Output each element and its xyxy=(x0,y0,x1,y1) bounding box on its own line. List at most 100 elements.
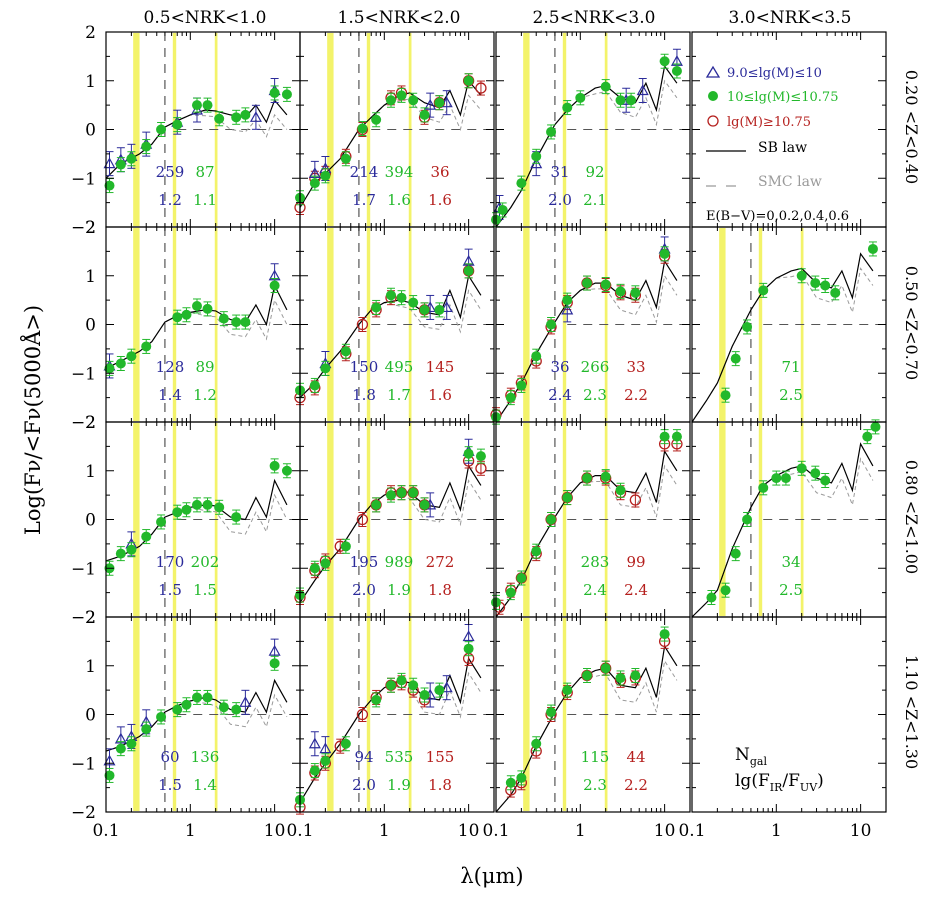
lgratio-low-r3-c2: 2.0 xyxy=(352,581,376,599)
point-mid-mass xyxy=(810,278,821,289)
point-mid-mass xyxy=(475,451,486,462)
point-mid-mass xyxy=(240,317,251,328)
lgratio-mid-r2-c1: 1.2 xyxy=(193,386,217,404)
y-tick-label: −2 xyxy=(71,413,96,433)
point-low-mass xyxy=(636,84,649,96)
point-mid-mass xyxy=(615,286,626,297)
point-mid-mass xyxy=(309,765,320,776)
point-mid-mass xyxy=(191,692,202,703)
point-low-mass xyxy=(319,742,332,754)
point-mid-mass xyxy=(615,485,626,496)
legend-ebv-note: E(B−V)=0,0.2,0.4,0.6 xyxy=(706,209,849,224)
ngal-low-r1-c3: 31 xyxy=(550,163,569,181)
point-mid-mass xyxy=(115,743,126,754)
point-mid-mass xyxy=(269,280,280,291)
point-mid-mass xyxy=(396,90,407,101)
legend-label-smc-law: SMC law xyxy=(758,174,822,190)
point-mid-mass xyxy=(371,114,382,125)
y-tick-label: 1 xyxy=(85,72,96,92)
point-mid-mass xyxy=(516,772,527,783)
point-high-mass xyxy=(629,494,642,506)
x-tick-label: 1 xyxy=(771,821,782,841)
point-low-mass xyxy=(308,737,321,749)
point-mid-mass xyxy=(172,507,183,518)
point-low-mass xyxy=(268,644,281,656)
ngal-low-r4-c1: 60 xyxy=(160,748,179,766)
point-mid-mass xyxy=(600,663,611,674)
y-tick-label: −1 xyxy=(71,559,96,579)
point-mid-mass xyxy=(385,680,396,691)
x-tick-label: 10 xyxy=(654,821,676,841)
point-mid-mass xyxy=(371,302,382,313)
point-mid-mass xyxy=(600,279,611,290)
ngal-high-r3-c3: 99 xyxy=(626,553,645,571)
column-title-2: 1.5<NRK<2.0 xyxy=(338,8,461,28)
filter-band-r1-c2 xyxy=(327,33,334,226)
ngal-mid-r4-c2: 535 xyxy=(385,748,414,766)
point-mid-mass xyxy=(720,585,731,596)
point-mid-mass xyxy=(141,531,152,542)
point-low-mass xyxy=(190,103,204,115)
point-mid-mass xyxy=(408,95,419,106)
row-label-4: 1.10 <Z<1.30 xyxy=(902,655,921,769)
lgratio-low-r3-c1: 1.5 xyxy=(158,581,182,599)
point-mid-mass xyxy=(659,431,670,442)
point-mid-mass xyxy=(434,685,445,696)
point-mid-mass xyxy=(758,482,769,493)
point-mid-mass xyxy=(269,87,280,98)
ngal-mid-r1-c1: 87 xyxy=(195,163,214,181)
smc-law-curve-r1-c1 xyxy=(105,113,288,179)
filter-band-r3-c3 xyxy=(523,423,530,616)
point-mid-mass xyxy=(505,587,516,598)
ngal-low-r1-c1: 259 xyxy=(156,163,185,181)
filter-band-r3-c3 xyxy=(562,423,567,616)
point-mid-mass xyxy=(780,473,791,484)
point-mid-mass xyxy=(172,312,183,323)
ngal-mid-r1-c3: 92 xyxy=(585,163,604,181)
point-mid-mass xyxy=(340,541,351,552)
point-mid-mass xyxy=(742,514,753,525)
point-mid-mass xyxy=(320,755,331,766)
column-title-1: 0.5<NRK<1.0 xyxy=(144,8,267,28)
ngal-mid-r2-c2: 495 xyxy=(385,358,414,376)
point-low-mass xyxy=(103,754,116,766)
point-mid-mass xyxy=(758,285,769,296)
ngal-mid-r3-c1: 202 xyxy=(191,553,220,571)
point-mid-mass xyxy=(340,153,351,164)
lgratio-high-r4-c3: 2.2 xyxy=(624,776,648,794)
point-mid-mass xyxy=(141,341,152,352)
ngal-low-r2-c3: 36 xyxy=(550,358,569,376)
ngal-high-r3-c2: 272 xyxy=(426,553,455,571)
point-mid-mass xyxy=(281,89,292,100)
point-low-mass xyxy=(440,301,453,313)
point-mid-mass xyxy=(600,471,611,482)
point-mid-mass xyxy=(600,81,611,92)
lgratio-low-r2-c1: 1.4 xyxy=(158,386,182,404)
smc-law-curve-r2-c2 xyxy=(299,289,482,398)
y-tick-label: −1 xyxy=(71,754,96,774)
ngal-high-r1-c2: 36 xyxy=(430,163,449,181)
point-low-mass xyxy=(424,98,437,110)
ngal-low-r3-c1: 170 xyxy=(156,553,185,571)
legend: 9.0≤lg(M)≤10 10≤lg(M)≤10.75 lg(M)≥10.75 … xyxy=(705,65,849,224)
ngal-mid-r4-c3: 115 xyxy=(581,748,610,766)
ngal-low-r4-c2: 94 xyxy=(354,748,373,766)
lgratio-mid-r3-c4: 2.5 xyxy=(779,581,803,599)
point-mid-mass xyxy=(562,102,573,113)
x-tick-label: 0.1 xyxy=(92,821,119,841)
point-mid-mass xyxy=(214,113,225,124)
sb-law-curve-r2-c4 xyxy=(691,252,874,423)
point-mid-mass xyxy=(408,487,419,498)
lgratio-mid-r1-c3: 2.1 xyxy=(583,191,607,209)
legend-marker-mid-mass xyxy=(708,91,718,101)
point-mid-mass xyxy=(771,473,782,484)
filter-band-r2-c4 xyxy=(758,228,763,421)
y-tick-label: 0 xyxy=(85,316,96,336)
ngal-mid-r3-c4: 34 xyxy=(781,553,800,571)
filter-band-r2-c3 xyxy=(562,228,567,421)
filter-band-r1-c3 xyxy=(562,33,567,226)
point-mid-mass xyxy=(385,95,396,106)
lgratio-mid-r2-c4: 2.5 xyxy=(779,386,803,404)
point-mid-mass xyxy=(742,321,753,332)
point-mid-mass xyxy=(531,738,542,749)
